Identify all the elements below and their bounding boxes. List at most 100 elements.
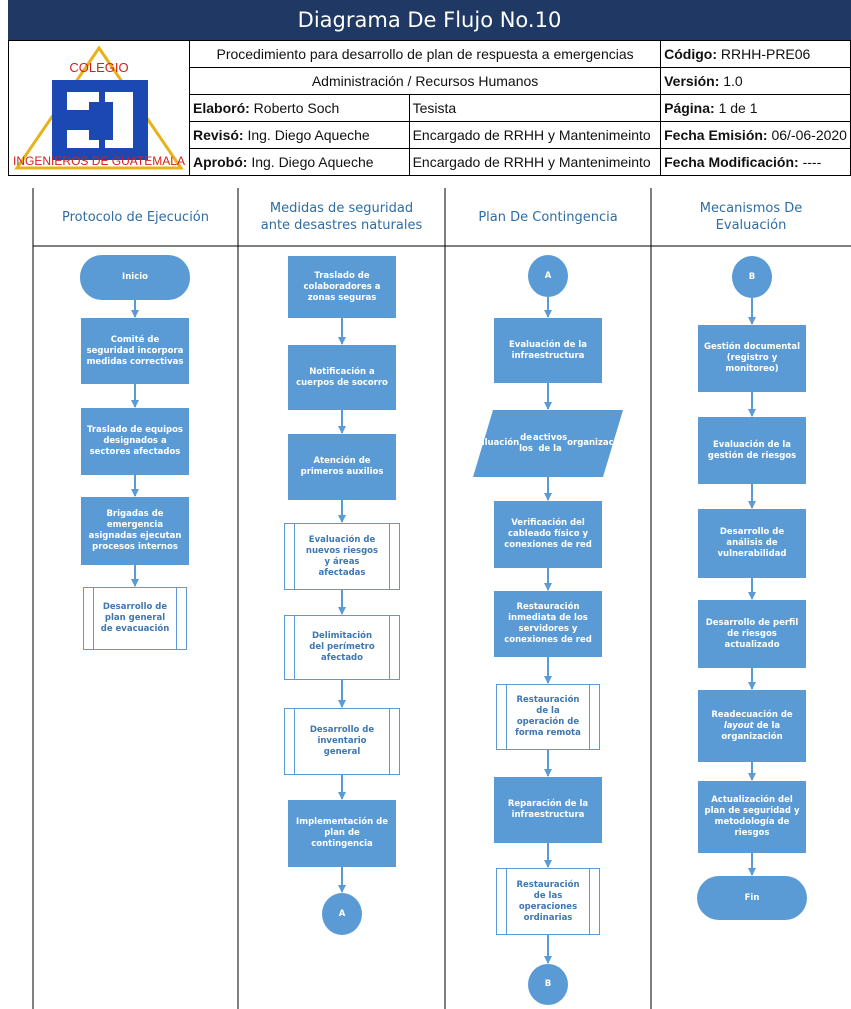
node-text-line: procesos internos — [92, 542, 178, 552]
version-label: Versión: — [664, 73, 720, 89]
node-text-line: de las — [533, 890, 563, 901]
elaboro-label: Elaboró: — [193, 100, 250, 116]
reviso-label: Revisó: — [193, 127, 244, 143]
lane-title-line: Mecanismos De — [699, 201, 803, 216]
node-text-line: servidores y — [518, 624, 578, 634]
connector-node: A — [528, 255, 568, 297]
node-text-line: Implementación de — [296, 817, 388, 827]
connector-node: B — [528, 964, 568, 1005]
mod-date-label: Fecha Modificación: — [664, 154, 799, 170]
node-text-line: emergencia — [106, 520, 164, 530]
node-text-line: Gestión documental — [703, 342, 801, 352]
code-cell: Código: RRHH-PRE06 — [660, 40, 851, 68]
node-text-line: Desarrollo de — [102, 602, 168, 612]
aprobo-role: Encargado de RRHH y Mantenimeinto — [408, 148, 662, 176]
node-text-line: nuevos riesgos — [305, 545, 379, 556]
node-text-line: (registro y — [726, 353, 778, 363]
reviso-cell: Revisó: Ing. Diego Aqueche — [189, 121, 410, 149]
node-text-line: Inicio — [122, 272, 148, 282]
node-text-line: afectado — [321, 653, 363, 663]
node-text-line: Traslado de — [314, 270, 370, 281]
node-text-line: ordinarias — [523, 912, 573, 923]
node-text-line: seguridad incorpora — [86, 345, 184, 356]
node-text-line: plan de seguridad y — [704, 806, 800, 816]
aprobo-name: Ing. Diego Aqueche — [251, 154, 374, 170]
node-text-line: y áreas — [324, 556, 360, 567]
reviso-name: Ing. Diego Aqueche — [247, 127, 370, 143]
node-text-line: Notificación a — [309, 366, 375, 377]
node-text-line: Evaluación de — [308, 534, 376, 545]
node-text-line: conexiones de red — [504, 540, 592, 550]
node-text-line: colaboradores a — [303, 281, 381, 292]
node-text-line: Readecuación de — [711, 709, 793, 720]
mod-date-value: ---- — [802, 154, 822, 170]
diagram-title: Diagrama De Flujo No.10 — [8, 0, 851, 40]
node-text-line: Verificación del — [511, 518, 585, 528]
connector-node: B — [732, 256, 772, 298]
node-text-line: activos de la — [532, 432, 568, 454]
node-text-line: Desarrollo de perfil — [705, 617, 799, 628]
node-text-line: operaciones — [518, 901, 578, 912]
code-value: RRHH-PRE06 — [720, 46, 811, 62]
node-text-line: vulnerabilidad — [717, 549, 787, 559]
node-text-line: monitoreo) — [725, 364, 779, 374]
lane-title-line: Medidas de seguridad — [269, 201, 414, 216]
node-text-line: de riesgos — [727, 628, 777, 639]
node-text-line: inventario — [317, 736, 367, 746]
elaboro-role: Tesista — [408, 94, 662, 122]
node-text-line: análisis de — [726, 538, 778, 548]
lane-title-line: Protocolo de Ejecución — [61, 209, 210, 225]
connector-node: A — [322, 893, 362, 935]
node-text-line: Traslado de equipos — [87, 425, 183, 435]
node-text-line: A — [338, 908, 346, 919]
terminal-node: Inicio — [80, 255, 190, 300]
node-text-line: conexiones de red — [504, 635, 592, 645]
node-text-line: Evaluación de la — [508, 339, 588, 350]
mod-date-cell: Fecha Modificación: ---- — [660, 148, 851, 176]
node-text-line: primeros auxilios — [300, 467, 384, 477]
reviso-role: Encargado de RRHH y Mantenimeinto — [408, 121, 662, 149]
lane-title-line: Plan De Contingencia — [478, 209, 618, 225]
lane-title: Protocolo de Ejecución — [33, 209, 238, 226]
terminal-node: Fin — [697, 876, 807, 920]
node-text-line: gestión de riesgos — [707, 450, 797, 461]
elaboro-name: Roberto Soch — [253, 100, 340, 116]
lane-title-line: ante desastres naturales — [260, 218, 423, 233]
node-text-line: operación de — [516, 717, 580, 727]
node-text-line: Restauración — [516, 602, 580, 612]
node-text-line: infraestructura — [511, 810, 585, 820]
node-text-line: de evacuación — [100, 624, 170, 634]
node-text: Inicio — [122, 272, 148, 283]
node-text-line: general — [323, 747, 361, 757]
node-text-line: layout de la — [723, 720, 781, 731]
page-value: 1 de 1 — [718, 100, 758, 116]
